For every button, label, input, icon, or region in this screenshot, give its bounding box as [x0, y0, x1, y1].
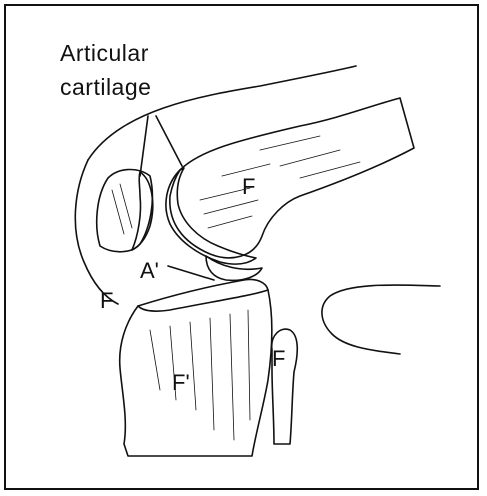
- label-cartilage: cartilage: [60, 76, 151, 99]
- tibia-hatch: [150, 310, 250, 440]
- patella-hatch: [112, 184, 132, 234]
- label-a-prime: A': [140, 260, 159, 282]
- label-articular: Articular: [60, 42, 149, 65]
- label-tibia: F': [172, 372, 190, 394]
- a-prime-pointer: [168, 266, 214, 280]
- pointer-line-1: [140, 116, 148, 176]
- tibia-cartilage: [138, 279, 268, 311]
- femur-outline: [170, 98, 414, 258]
- skin-outline-lower: [322, 285, 440, 354]
- pointer-line-2: [156, 116, 182, 166]
- label-fibula: F: [272, 348, 285, 370]
- label-patella: F: [100, 290, 113, 312]
- label-femur: F: [242, 176, 255, 198]
